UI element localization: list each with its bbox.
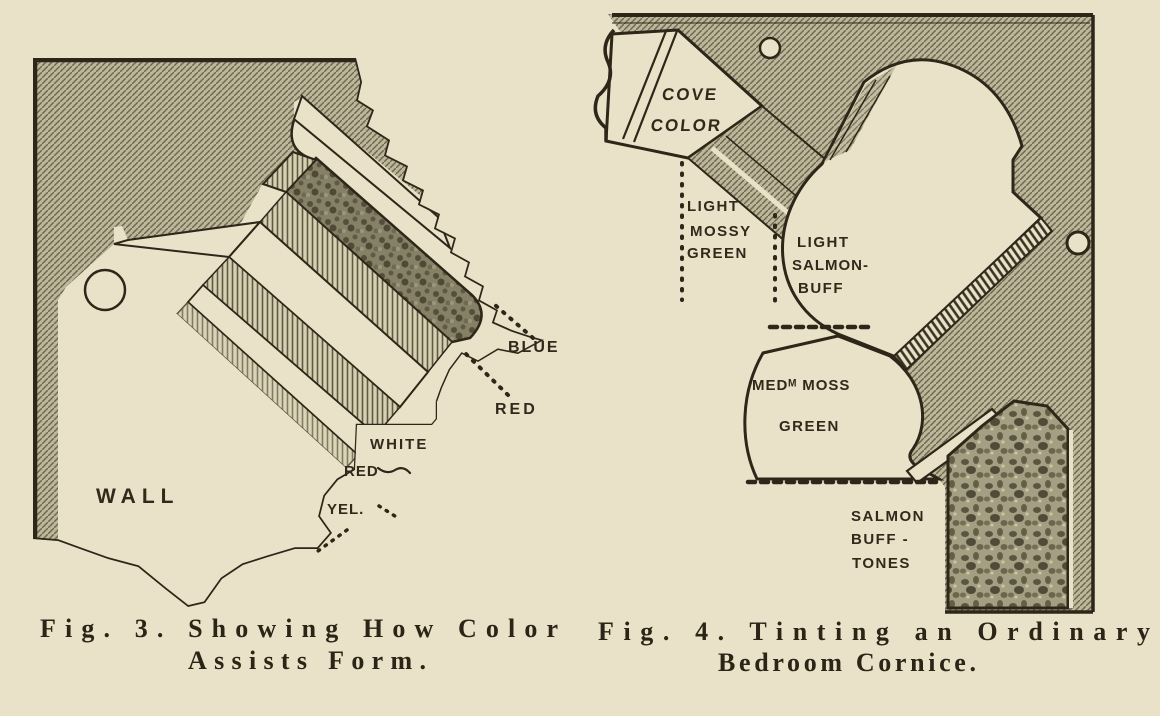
figure3-engraving: WALL BLUE RED WHITE RED YEL. Fig. 3. Sho…	[33, 58, 560, 675]
label-cove-line1: COVE	[661, 85, 719, 104]
figure3-leader-lines	[316, 303, 535, 553]
cove-edge-line1	[621, 30, 668, 140]
label-mossy-line1: LIGHT	[687, 198, 740, 215]
ceiling-hatch	[58, 58, 440, 300]
wall-face	[58, 314, 346, 607]
figure3-caption-line1: Fig. 3. Showing How Color	[40, 614, 558, 643]
figure4-leader-lines	[680, 161, 939, 485]
label-buff-line2: BUFF -	[851, 531, 909, 548]
torn-edge-left	[593, 28, 616, 141]
cove-edge-line2	[632, 30, 679, 143]
red-leader-dots	[464, 352, 510, 397]
crown-slope-line1	[829, 79, 877, 161]
label-buff-line1: SALMON	[851, 508, 925, 525]
figure4-caption-line2: Bedroom Cornice.	[718, 648, 976, 677]
label-salmon-line3: BUFF	[798, 280, 844, 297]
label-cove-line2: COLOR	[650, 116, 723, 135]
bead-profile	[1065, 230, 1091, 256]
figure4-engraving: COVE COLOR LIGHT MOSSY GREEN LIGHT SALMO…	[593, 13, 1150, 677]
figure3-caption-line2: Assists Form.	[188, 646, 426, 675]
crown-slope-line2	[845, 75, 891, 153]
label-moss-line1: MEDᴹ MOSS	[752, 377, 850, 394]
label-moss-line2: GREEN	[779, 418, 840, 435]
blue-band-cut-face	[261, 150, 318, 194]
figure4-caption-line1: Fig. 4. Tinting an Ordinary	[598, 617, 1150, 646]
label-salmon-line1: LIGHT	[797, 234, 850, 251]
label-buff-line3: TONES	[852, 555, 911, 572]
label-white: WHITE	[370, 436, 428, 453]
label-blue: BLUE	[508, 339, 560, 356]
yellow-leader-dots2	[316, 528, 349, 553]
blue-band	[284, 156, 483, 344]
label-red-right: RED	[495, 401, 538, 418]
red-squiggle-tail	[376, 466, 412, 475]
label-salmon-line2: SALMON-	[792, 257, 869, 274]
label-mossy-line2: MOSSY	[690, 223, 752, 240]
label-red-small: RED	[344, 463, 379, 480]
quarter-round-cap	[83, 268, 127, 312]
blue-leader-dots	[493, 303, 535, 340]
label-yellow: YEL.	[327, 501, 364, 518]
yellow-leader-dots	[377, 504, 400, 520]
label-wall: WALL	[96, 485, 179, 508]
cove-color-label-group: COVE COLOR	[650, 85, 723, 135]
fascia-band	[292, 94, 453, 252]
sponged-wall	[946, 399, 1070, 610]
figure3-drawing	[33, 58, 544, 607]
curl-bump	[758, 36, 782, 60]
label-mossy-line3: GREEN	[687, 245, 748, 262]
